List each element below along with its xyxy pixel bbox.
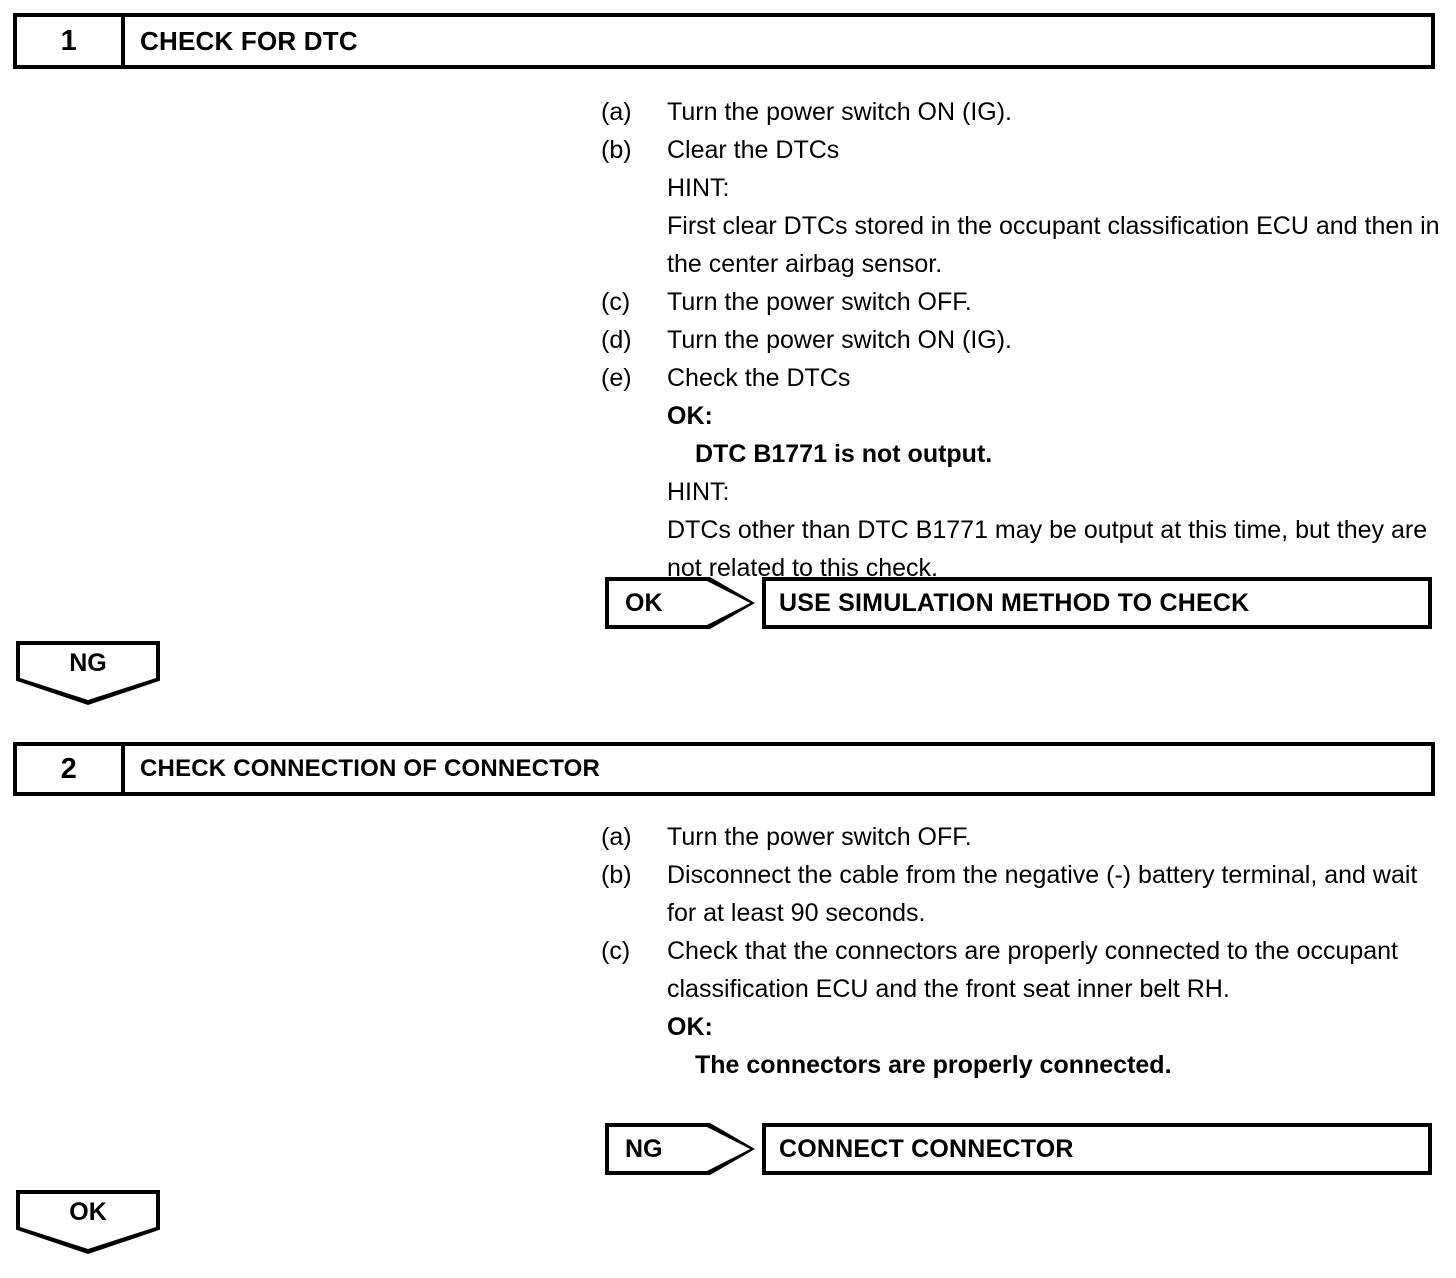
procedure-text: Check the DTCs	[667, 364, 851, 392]
procedure-text: Turn the power switch ON (IG).	[667, 98, 1012, 126]
procedure-item: (c) Check that the connectors are proper…	[601, 932, 1446, 1008]
procedure-item: (a) Turn the power switch OFF.	[601, 818, 1446, 856]
procedure-hint-label: HINT:	[667, 174, 730, 202]
procedure-item: (d) Turn the power switch ON (IG).	[601, 321, 1446, 359]
step-2-number: 2	[17, 746, 125, 792]
step-1-number: 1	[17, 17, 125, 65]
procedure-label: (b)	[601, 136, 632, 164]
step-2-ng-arrow-label: NG	[625, 1134, 663, 1163]
procedure-label: (c)	[601, 937, 631, 965]
procedure-item: (b) Clear the DTCs	[601, 131, 1446, 169]
step-2-ok-exit-arrow: OK	[16, 1190, 160, 1254]
procedure-item: (c) Turn the power switch OFF.	[601, 283, 1446, 321]
ok-criteria-label: OK:	[667, 402, 713, 430]
procedure-label: (a)	[601, 823, 632, 851]
procedure-text: Turn the power switch ON (IG).	[667, 326, 1012, 354]
procedure-label: (d)	[601, 326, 632, 354]
procedure-text: Clear the DTCs	[667, 136, 840, 164]
ok-criteria-statement: DTC B1771 is not output.	[695, 440, 993, 468]
hint-label: HINT:	[667, 478, 730, 506]
procedure-item: (b) Disconnect the cable from the negati…	[601, 856, 1446, 932]
ok-criteria-label: OK:	[667, 1013, 713, 1041]
step-1-header: 1 CHECK FOR DTC	[13, 13, 1435, 69]
step-2-result-action[interactable]: CONNECT CONNECTOR	[762, 1123, 1432, 1175]
procedure-text: Turn the power switch OFF.	[667, 288, 972, 316]
procedure-text: Check that the connectors are properly c…	[667, 937, 1399, 1003]
procedure-label: (e)	[601, 364, 632, 392]
step-1-ng-exit-label: NG	[69, 649, 107, 677]
procedure-label: (b)	[601, 861, 632, 889]
ok-criteria-statement: The connectors are properly connected.	[695, 1051, 1172, 1079]
procedure-label: (a)	[601, 98, 632, 126]
procedure-text: Disconnect the cable from the negative (…	[667, 861, 1418, 927]
step-2-procedures: (a) Turn the power switch OFF. (b) Disco…	[601, 818, 1446, 1084]
step-2-ok-exit-label: OK	[69, 1198, 107, 1226]
procedure-text: Turn the power switch OFF.	[667, 823, 972, 851]
step-2-title: CHECK CONNECTION OF CONNECTOR	[140, 755, 601, 782]
step-1-result-action[interactable]: USE SIMULATION METHOD TO CHECK	[762, 577, 1432, 629]
procedure-hint-text: First clear DTCs stored in the occupant …	[667, 212, 1440, 278]
step-1-ng-exit-arrow: NG	[16, 641, 160, 705]
step-2-header: 2 CHECK CONNECTION OF CONNECTOR	[13, 742, 1435, 796]
procedure-label: (c)	[601, 288, 631, 316]
step-1-procedures: (a) Turn the power switch ON (IG). (b) C…	[601, 93, 1446, 587]
procedure-item: (e) Check the DTCs	[601, 359, 1446, 397]
step-1-title: CHECK FOR DTC	[140, 25, 358, 56]
hint-text: DTCs other than DTC B1771 may be output …	[667, 516, 1428, 582]
procedure-item: (a) Turn the power switch ON (IG).	[601, 93, 1446, 131]
step-1-ok-arrow-label: OK	[625, 588, 663, 617]
step-2-ng-arrow: NG	[605, 1123, 755, 1175]
